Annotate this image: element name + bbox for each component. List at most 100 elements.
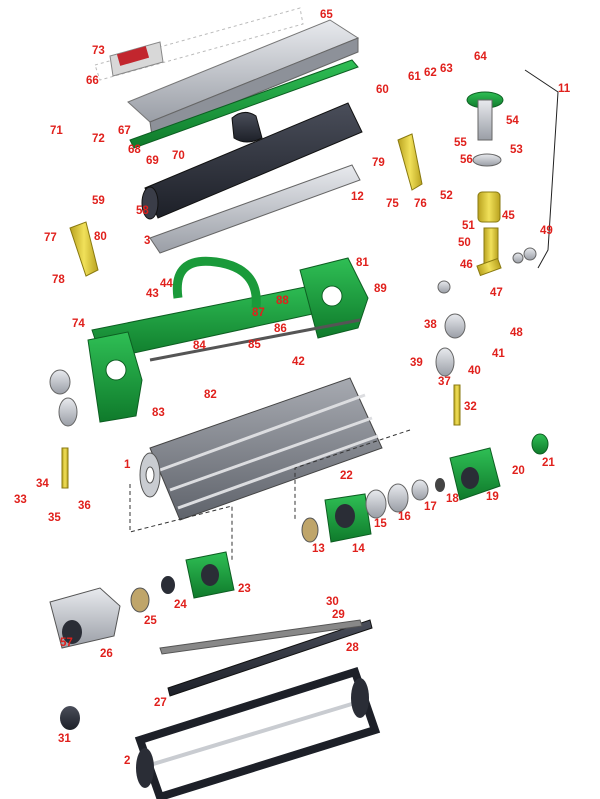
callout-74: 74 [72,318,85,330]
callout-57: 57 [60,637,73,649]
callout-54: 54 [506,115,519,127]
callout-24: 24 [174,599,187,611]
adjuster-assembly [437,91,537,294]
callout-73: 73 [92,45,105,57]
callout-47: 47 [490,287,503,299]
callout-32: 32 [464,401,477,413]
callout-66: 66 [86,75,99,87]
callout-46: 46 [460,259,473,271]
end-cap-31 [60,706,80,730]
callout-21: 21 [542,457,555,469]
callout-83: 83 [152,407,165,419]
callout-39: 39 [410,357,423,369]
callout-85: 85 [248,339,261,351]
callout-51: 51 [462,220,475,232]
callout-28: 28 [346,642,359,654]
callout-52: 52 [440,190,453,202]
callout-38: 38 [424,319,437,331]
callout-33: 33 [14,494,27,506]
callout-15: 15 [374,518,387,530]
callout-59: 59 [92,195,105,207]
callout-25: 25 [144,615,157,627]
callout-60: 60 [376,84,389,96]
cutting-unit-frame [87,256,369,423]
shield-plate [127,19,360,137]
callout-35: 35 [48,512,61,524]
decal-strip [94,7,304,81]
callout-88: 88 [276,295,289,307]
callout-53: 53 [510,144,523,156]
callout-49: 49 [540,225,553,237]
callout-2: 2 [124,755,130,767]
callout-43: 43 [146,288,159,300]
callout-16: 16 [398,511,411,523]
bedknife-bar [149,164,361,254]
callout-62: 62 [424,67,437,79]
callout-64: 64 [474,51,487,63]
callout-89: 89 [374,283,387,295]
callout-42: 42 [292,356,305,368]
callout-68: 68 [128,144,141,156]
callout-84: 84 [193,340,206,352]
callout-31: 31 [58,733,71,745]
callout-71: 71 [50,125,63,137]
right-height-arm [397,133,423,191]
callout-13: 13 [312,543,325,555]
roller-bars [159,619,373,697]
right-bearing-stack [301,433,549,543]
callout-81: 81 [356,257,369,269]
callout-87: 87 [252,307,265,319]
callout-48: 48 [510,327,523,339]
callout-65: 65 [320,9,333,21]
callout-44: 44 [160,278,173,290]
front-roller-cage [134,667,381,799]
callout-82: 82 [204,389,217,401]
callout-41: 41 [492,348,505,360]
callout-61: 61 [408,71,421,83]
left-bearing-stack [130,551,235,613]
callout-63: 63 [440,63,453,75]
callout-11: 11 [558,83,571,95]
left-side-hardware [49,313,466,489]
callout-77: 77 [44,232,57,244]
drive-motor [49,587,121,649]
callout-22: 22 [340,470,353,482]
reel-assembly [139,377,383,521]
callout-26: 26 [100,648,113,660]
callout-37: 37 [438,376,451,388]
callout-29: 29 [332,609,345,621]
callout-72: 72 [92,133,105,145]
callout-55: 55 [454,137,467,149]
callout-34: 34 [36,478,49,490]
front-roller-bar [129,59,359,149]
callout-19: 19 [486,491,499,503]
callout-75: 75 [386,198,399,210]
callout-1: 1 [124,459,131,471]
callout-27: 27 [154,697,167,709]
callout-67: 67 [118,125,131,137]
callout-69: 69 [146,155,159,167]
callout-86: 86 [274,323,287,335]
callout-80: 80 [94,231,107,243]
callout-30: 30 [326,596,339,608]
callout-17: 17 [424,501,437,513]
left-height-arm [69,221,99,277]
callout-40: 40 [468,365,481,377]
rear-roller [141,102,363,220]
callout-14: 14 [352,543,365,555]
callout-12: 12 [351,191,364,203]
callout-78: 78 [52,274,65,286]
callout-36: 36 [78,500,91,512]
callout-18: 18 [446,493,459,505]
callout-58: 58 [136,205,149,217]
dashed-guide-left [129,484,233,560]
callout-3: 3 [144,235,150,247]
callout-20: 20 [512,465,525,477]
callout-45: 45 [502,210,515,222]
callout-70: 70 [172,150,185,162]
bracket-11 [524,69,559,269]
dashed-guide-right [294,429,411,520]
callout-79: 79 [372,157,385,169]
